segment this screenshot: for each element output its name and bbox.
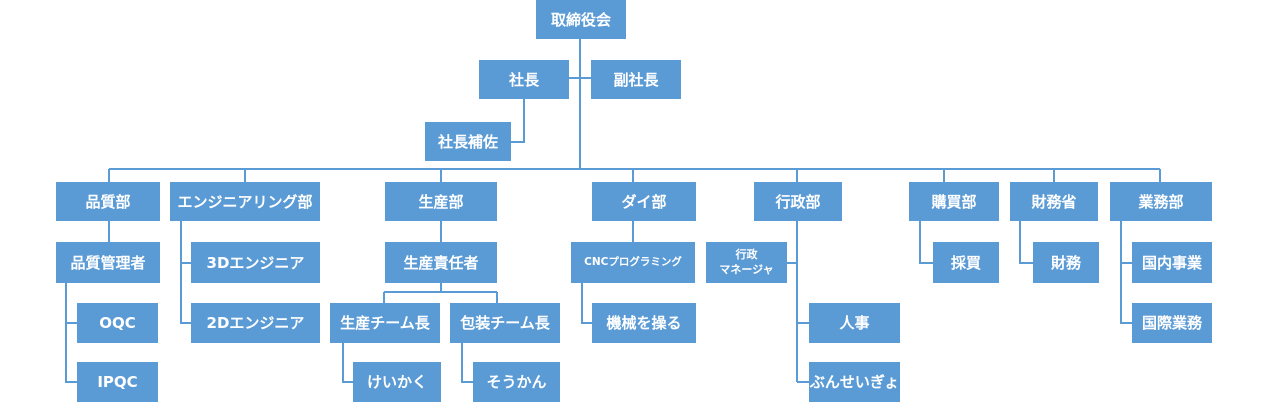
finance-unit-box: 財務 [1033, 242, 1099, 283]
die-unit-box: 機械を操る [592, 303, 696, 343]
production-team1-member-box: けいかく [353, 362, 441, 402]
quality-unit-oqc-box: OQC [77, 303, 158, 343]
business-unit-international-box: 国際業務 [1132, 303, 1212, 343]
die-lead-box: CNCプログラミング [571, 242, 695, 283]
admin-manager-box: 行政 マネージャ [706, 242, 787, 283]
dept-quality-box: 品質部 [56, 182, 160, 221]
dept-purchasing-box: 購買部 [909, 182, 999, 221]
president-box: 社長 [479, 60, 569, 99]
production-team2-member-box: そうかん [473, 362, 560, 402]
business-units-trunk [1120, 221, 1132, 324]
quality-manager-box: 品質管理者 [56, 242, 160, 283]
engineering-unit-3d-box: 3Dエンジニア [191, 242, 320, 283]
production-team1-box: 生産チーム長 [330, 303, 440, 343]
business-unit-domestic-box: 国内事業 [1132, 242, 1212, 283]
vice-president-box: 副社長 [591, 60, 681, 99]
purchasing-unit-box: 採買 [933, 242, 999, 283]
engineering-units-trunk [180, 221, 191, 324]
quality-units-trunk [65, 283, 77, 383]
admin-unit-hr-box: 人事 [809, 303, 900, 343]
production-team2-box: 包装チーム長 [450, 303, 560, 343]
team2-member-connector [461, 343, 473, 383]
admin-unit-2-box: ぶんせいぎょ [809, 362, 900, 402]
team1-member-connector [342, 343, 353, 383]
engineering-unit-2d-box: 2Dエンジニア [191, 303, 320, 343]
production-manager-box: 生産責任者 [385, 242, 497, 283]
dept-engineering-box: エンジニアリング部 [170, 182, 320, 221]
dept-die-box: ダイ部 [592, 182, 696, 221]
quality-unit-ipqc-box: IPQC [77, 362, 158, 402]
dept-finance-box: 財務省 [1010, 182, 1098, 221]
president-assistant-box: 社長補佐 [425, 122, 511, 161]
dept-production-box: 生産部 [385, 182, 497, 221]
board-box: 取締役会 [536, 0, 626, 39]
finance-unit-connector [1019, 221, 1033, 264]
purchasing-unit-connector [919, 221, 933, 264]
dept-business-box: 業務部 [1110, 182, 1212, 221]
die-unit-connector [581, 283, 592, 324]
assistant-connector-line [511, 99, 525, 143]
dept-admin-box: 行政部 [754, 182, 842, 221]
